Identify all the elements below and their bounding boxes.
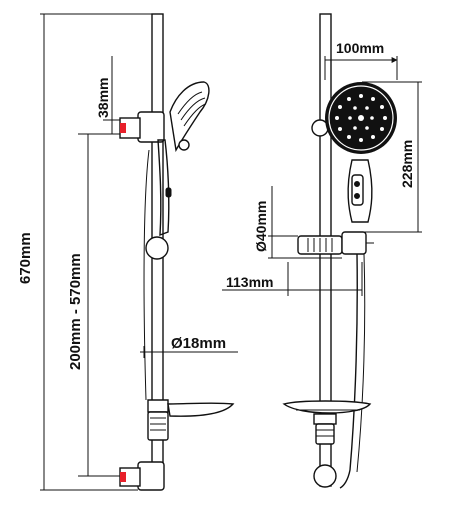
head-width-label: 100mm xyxy=(336,40,384,56)
hose-front xyxy=(339,253,358,489)
bottom-bracket xyxy=(119,461,165,491)
soap-dish-front xyxy=(282,400,372,445)
bracket-range-label: 200mm - 570mm xyxy=(67,253,84,370)
bracket-range-dim: 200mm - 570mm xyxy=(67,133,120,477)
slider-diameter-dim: Ø40mm xyxy=(253,186,342,259)
top-bracket xyxy=(119,111,165,143)
hand-shower-front xyxy=(325,82,397,223)
head-length-label: 228mm xyxy=(399,140,415,188)
slider-front xyxy=(297,231,374,255)
hand-shower-side xyxy=(157,81,210,237)
slider-diameter-label: Ø40mm xyxy=(253,201,269,252)
bracket-offset-label: 38mm xyxy=(95,78,111,118)
side-view: Ø18mm 670mm 200mm - xyxy=(17,13,238,491)
slider-depth-label: 113mm xyxy=(226,274,273,290)
bottom-ball-front xyxy=(313,464,337,488)
total-height-dim: 670mm xyxy=(17,13,152,491)
front-view: 100mm 228mm Ø40mm 113mm xyxy=(222,13,422,489)
bracket-offset-dim: 38mm xyxy=(95,56,120,134)
rail-diameter-dim: Ø18mm xyxy=(140,335,238,358)
total-height-label: 670mm xyxy=(17,232,34,284)
head-length-dim: 228mm xyxy=(362,81,422,233)
rail-diameter-label: Ø18mm xyxy=(171,335,226,352)
head-width-dim: 100mm xyxy=(324,40,398,80)
slider-depth-dim: 113mm xyxy=(222,262,363,296)
slider-ball-side xyxy=(145,236,169,260)
soap-dish-side xyxy=(147,399,235,441)
hose-side xyxy=(143,149,150,401)
